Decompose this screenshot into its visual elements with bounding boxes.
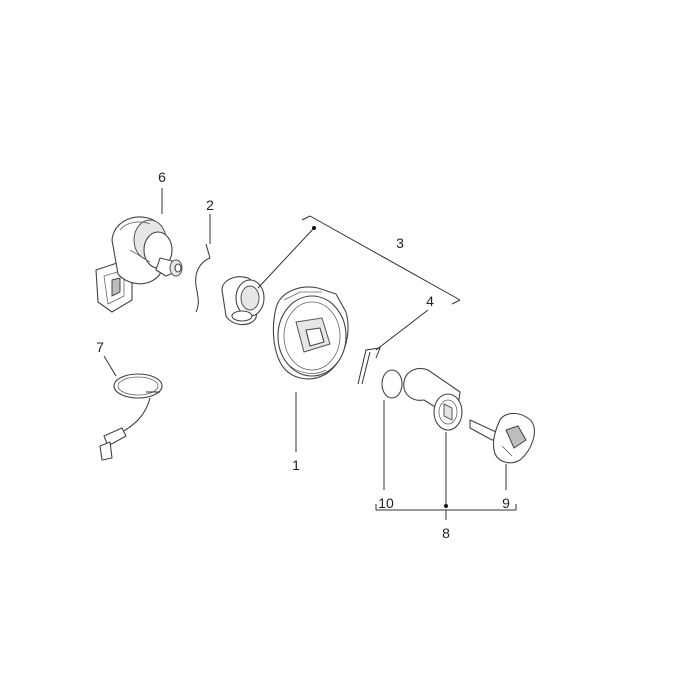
lock-housing-part — [272, 286, 349, 380]
callout-6: 6 — [158, 169, 166, 185]
callout-3: 3 — [396, 235, 404, 251]
callout-1: 1 — [292, 457, 300, 473]
retaining-clip-part — [357, 347, 381, 385]
spring-clip-part — [195, 243, 211, 313]
ignition-switch-part — [95, 216, 183, 313]
callout-4: 4 — [426, 293, 434, 309]
lock-cylinder-part — [403, 367, 463, 431]
bushing-part — [221, 276, 265, 326]
key-part — [469, 412, 535, 464]
callout-7: 7 — [96, 339, 104, 355]
callout-labels: 6 2 3 4 7 1 10 9 8 — [96, 169, 510, 541]
callout-10: 10 — [378, 495, 394, 511]
leader-lines — [103, 188, 517, 520]
callout-8: 8 — [442, 525, 450, 541]
antenna-ring-part — [99, 373, 163, 461]
callout-9: 9 — [502, 495, 510, 511]
o-ring-part — [381, 369, 403, 399]
callout-2: 2 — [206, 197, 214, 213]
